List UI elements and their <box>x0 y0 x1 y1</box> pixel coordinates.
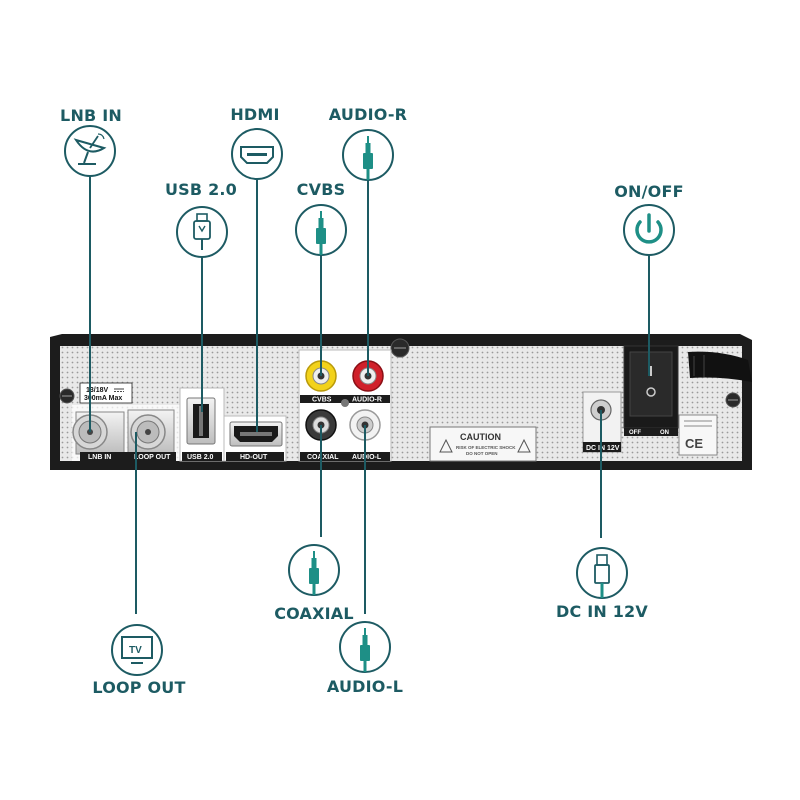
hd-out-panel-label: HD-OUT <box>240 454 268 461</box>
usb-label: USB 2.0 <box>164 180 238 199</box>
caution-line-1: RISK OF ELECTRIC SHOCK <box>456 445 516 450</box>
audio-l-panel-label: AUDIO-L <box>352 454 382 461</box>
dc-panel-label: DC IN 12V <box>586 445 620 452</box>
av-section: CVBS AUDIO-R COAXIAL AUDIO-L <box>298 349 392 462</box>
screw-right <box>725 392 741 408</box>
tv-icon-text: TV <box>129 645 142 656</box>
power-switch: OFF ON <box>623 345 679 436</box>
usb-icon <box>176 206 228 258</box>
caution-line-2: DO NOT OPEN <box>466 451 498 456</box>
audio-l-label: AUDIO-L <box>326 677 404 696</box>
cvbs-panel-label: CVBS <box>312 397 332 404</box>
switch-on-label: ON <box>660 430 669 436</box>
hdmi-port: HD-OUT <box>223 415 287 462</box>
screw-top <box>390 338 410 358</box>
usb-panel-label: USB 2.0 <box>187 454 214 461</box>
audio-r-label: AUDIO-R <box>328 105 408 124</box>
switch-off-label: OFF <box>629 430 641 436</box>
coaxial-panel-label: COAXIAL <box>307 454 339 461</box>
dc-in-label: DC IN 12V <box>556 602 648 621</box>
tv-icon: TV <box>111 624 163 676</box>
dc-plug-icon <box>576 547 628 599</box>
lnb-in-connector <box>72 411 125 455</box>
audio-r-panel-label: AUDIO-R <box>352 397 382 404</box>
on-off-label: ON/OFF <box>614 182 684 201</box>
callout-lines <box>89 176 650 614</box>
screw-left <box>59 388 75 404</box>
ce-mark: CE <box>685 436 703 451</box>
lnb-in-panel-label: LNB IN <box>88 454 111 461</box>
lnb-spec-1: 13/18V <box>86 387 109 394</box>
loop-out-label: LOOP OUT <box>92 678 186 697</box>
ratings-sticker: CE <box>678 414 718 456</box>
audio-jack-cvbs-icon <box>295 204 347 256</box>
hdmi-icon <box>231 128 283 180</box>
coaxial-label: COAXIAL <box>274 604 354 623</box>
cvbs-label: CVBS <box>296 180 346 199</box>
loop-out-panel-label: LOOP OUT <box>134 454 171 461</box>
lnb-in-label: LNB IN <box>60 106 122 125</box>
loop-out-connector <box>127 409 175 455</box>
audio-jack-r-icon <box>342 129 394 181</box>
audio-jack-coaxial-icon <box>288 544 340 596</box>
hdmi-label: HDMI <box>230 105 280 124</box>
caution-sticker: CAUTION RISK OF ELECTRIC SHOCK DO NOT OP… <box>429 426 537 462</box>
satellite-dish-icon <box>64 125 116 177</box>
audio-jack-l-icon <box>339 621 391 673</box>
power-icon <box>623 204 675 256</box>
lnb-spec-2: 300mA Max <box>84 395 122 402</box>
caution-title: CAUTION <box>460 432 501 442</box>
